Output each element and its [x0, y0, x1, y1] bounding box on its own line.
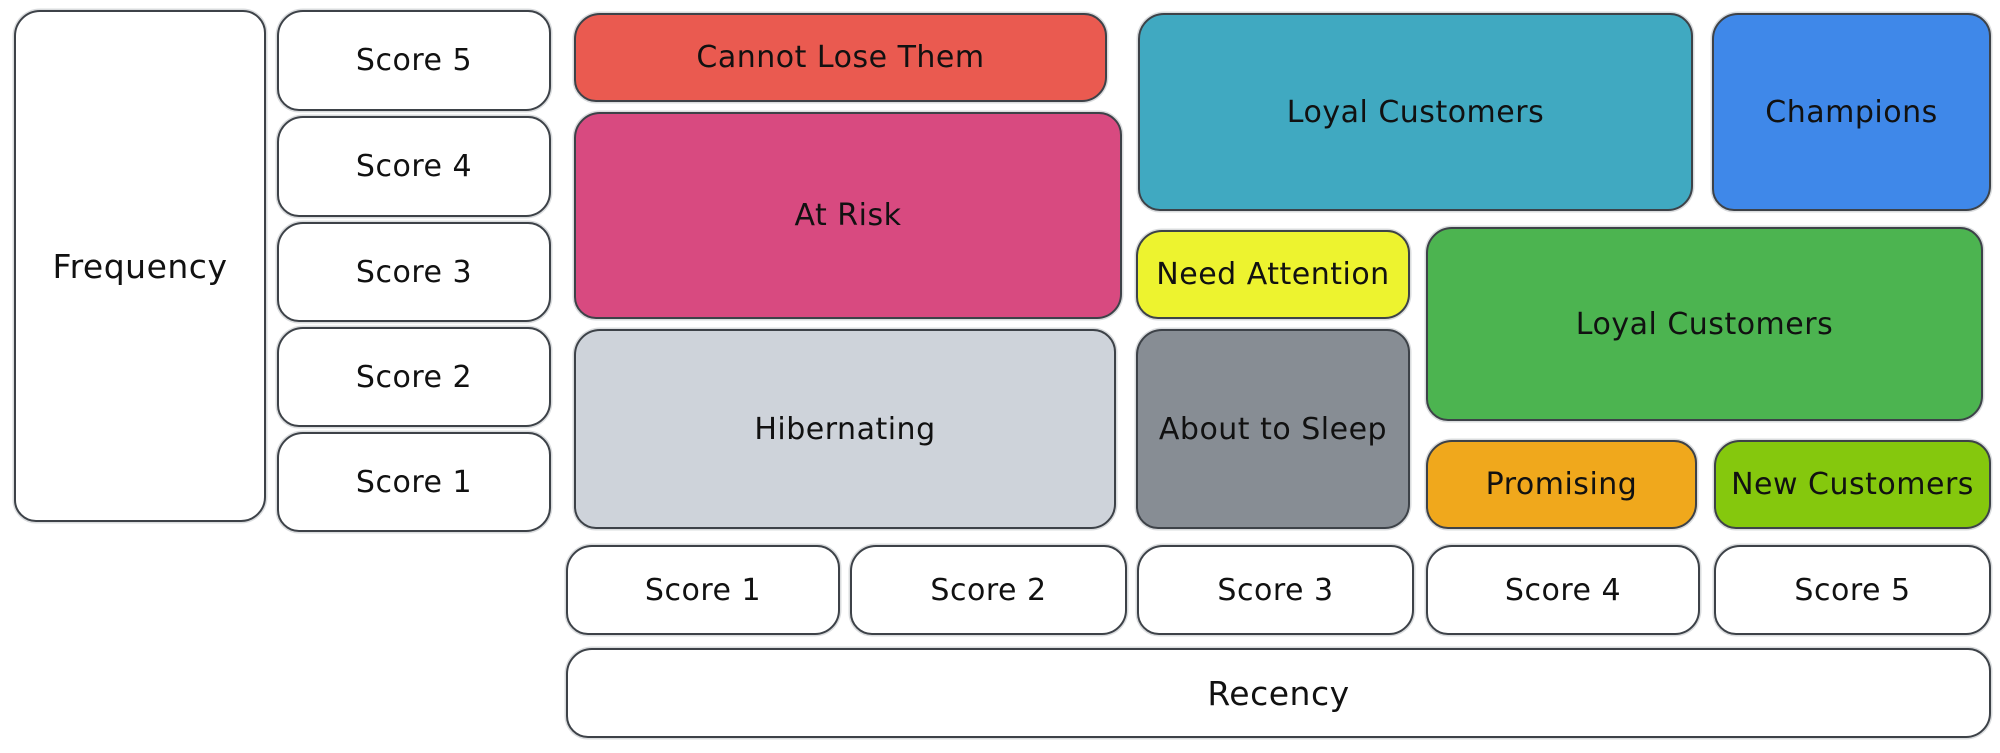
- recency-score-3-box: Score 3: [1137, 545, 1414, 635]
- segment-loyal-customers-top: Loyal Customers: [1138, 13, 1693, 211]
- frequency-score-3-label: Score 3: [355, 254, 473, 290]
- segment-at-risk: At Risk: [574, 112, 1122, 319]
- segment-need-attention-label: Need Attention: [1156, 257, 1390, 292]
- recency-score-3-label: Score 3: [1217, 572, 1334, 608]
- frequency-axis-box: Frequency: [14, 10, 266, 522]
- frequency-score-4-box: Score 4: [277, 116, 551, 217]
- segment-hibernating: Hibernating: [574, 329, 1116, 529]
- segment-cannot-lose-them: Cannot Lose Them: [574, 13, 1107, 102]
- frequency-score-5-label: Score 5: [355, 43, 473, 78]
- frequency-score-5-box: Score 5: [277, 10, 551, 111]
- segment-promising: Promising: [1426, 440, 1697, 529]
- recency-score-2-label: Score 2: [930, 572, 1047, 608]
- segment-champions: Champions: [1712, 13, 1991, 211]
- segment-need-attention: Need Attention: [1136, 230, 1410, 319]
- segment-new-customers-label: New Customers: [1731, 467, 1974, 502]
- recency-score-1-label: Score 1: [644, 572, 762, 608]
- segment-new-customers: New Customers: [1714, 440, 1991, 529]
- segment-loyal-customers-top-label: Loyal Customers: [1286, 94, 1545, 130]
- segment-champions-label: Champions: [1765, 94, 1938, 130]
- recency-score-4-box: Score 4: [1426, 545, 1700, 635]
- recency-score-5-box: Score 5: [1714, 545, 1991, 635]
- recency-score-5-label: Score 5: [1794, 572, 1911, 608]
- recency-score-4-label: Score 4: [1504, 572, 1622, 608]
- segment-cannot-lose-them-label: Cannot Lose Them: [696, 40, 985, 75]
- frequency-score-2-label: Score 2: [355, 359, 473, 395]
- frequency-score-4-label: Score 4: [355, 149, 473, 184]
- segment-at-risk-label: At Risk: [794, 198, 902, 233]
- segment-promising-label: Promising: [1485, 467, 1638, 502]
- frequency-score-1-label: Score 1: [355, 464, 473, 500]
- frequency-score-2-box: Score 2: [277, 327, 551, 427]
- recency-axis-box: Recency: [566, 648, 1991, 738]
- recency-axis-label: Recency: [1207, 673, 1350, 713]
- segment-hibernating-label: Hibernating: [754, 411, 936, 447]
- recency-score-2-box: Score 2: [850, 545, 1127, 635]
- segment-loyal-customers-right: Loyal Customers: [1426, 227, 1983, 421]
- segment-about-to-sleep: About to Sleep: [1136, 329, 1410, 529]
- frequency-axis-label: Frequency: [52, 246, 228, 286]
- segment-loyal-customers-right-label: Loyal Customers: [1575, 306, 1834, 342]
- segment-about-to-sleep-label: About to Sleep: [1158, 411, 1388, 447]
- frequency-score-1-box: Score 1: [277, 432, 551, 532]
- recency-score-1-box: Score 1: [566, 545, 840, 635]
- frequency-score-3-box: Score 3: [277, 222, 551, 322]
